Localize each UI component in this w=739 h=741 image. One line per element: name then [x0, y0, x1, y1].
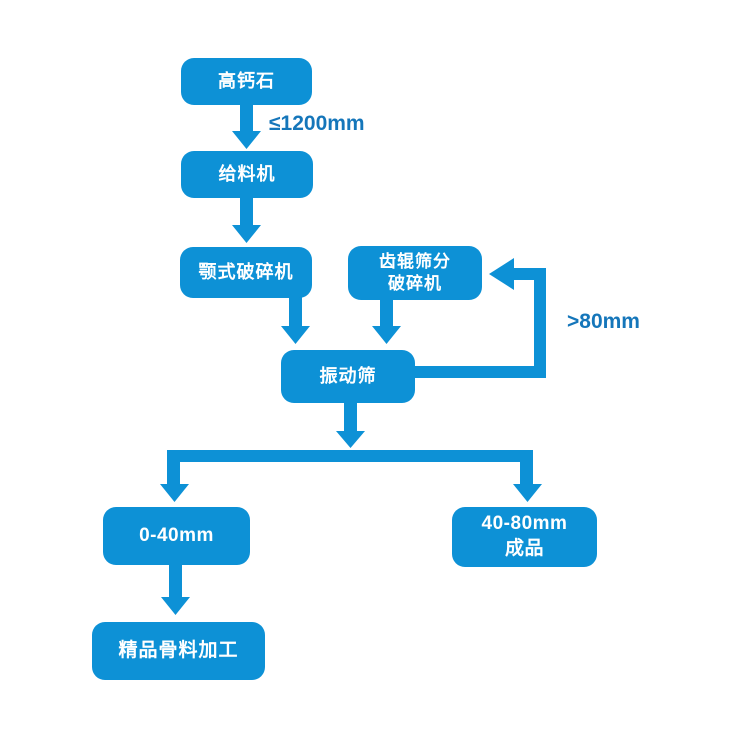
arrow-stem-left [167, 450, 180, 486]
arrow-head-left [160, 484, 189, 502]
node-feeder: 给料机 [181, 151, 313, 198]
arrow-stem [289, 296, 302, 328]
arrow-oversize-return-loop [413, 258, 546, 378]
node-source-material: 高钙石 [181, 58, 312, 105]
arrow-head [161, 597, 190, 615]
arrow-stem [380, 298, 393, 328]
edge-label-feed-size: ≤1200mm [269, 112, 365, 135]
edge-label-oversize-return: >80mm [567, 310, 640, 333]
loop-line [413, 268, 546, 378]
junction-split-bar [160, 450, 542, 502]
node-output-0-40mm: 0-40mm [103, 507, 250, 565]
arrow-head-right [513, 484, 542, 502]
arrow-roller-to-vibrating-screen [372, 298, 401, 344]
arrow-vibrating-screen-to-junction [336, 403, 365, 448]
arrow-head [281, 326, 310, 344]
node-output-40-80mm-finished: 40-80mm 成品 [452, 507, 597, 567]
arrow-head [336, 431, 365, 448]
arrow-feeder-to-jaw-crusher [232, 196, 261, 243]
node-vibrating-screen: 振动筛 [281, 350, 415, 403]
arrow-stem [240, 196, 253, 227]
arrow-stem [169, 563, 182, 599]
arrow-head [232, 131, 261, 149]
node-jaw-crusher: 颚式破碎机 [180, 247, 312, 298]
split-bar [167, 450, 533, 462]
arrow-head [372, 326, 401, 344]
node-roller-screen-crusher: 齿辊筛分 破碎机 [348, 246, 482, 300]
node-fine-aggregate-processing: 精品骨料加工 [92, 622, 265, 680]
arrow-stem [344, 403, 357, 433]
arrow-head [489, 258, 514, 290]
arrow-head [232, 225, 261, 243]
arrow-source-to-feeder [232, 103, 261, 149]
arrow-stem [240, 103, 253, 134]
arrow-jaw-to-vibrating-screen [281, 296, 310, 344]
arrow-0-40-to-fine-aggregate [161, 563, 190, 615]
arrow-stem-right [520, 450, 533, 486]
